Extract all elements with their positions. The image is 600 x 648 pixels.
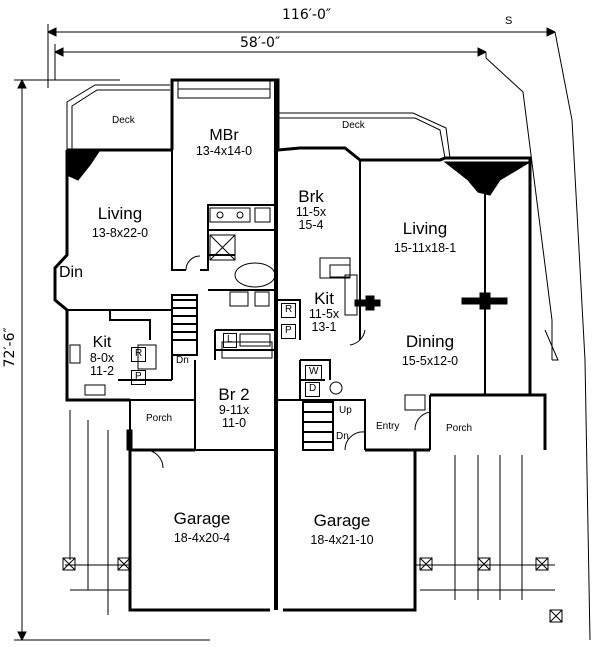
brk-size-line1: 11-5x xyxy=(295,204,327,219)
linen-label: L xyxy=(223,333,237,348)
depth-label: 72′-6″ xyxy=(1,327,18,368)
fixtures xyxy=(69,207,358,396)
mbr-size: 13-4x14-0 xyxy=(195,143,253,158)
kit-right-name: Kit xyxy=(314,289,334,308)
overall-width-label: 116′-0″ xyxy=(282,7,332,23)
dining-right-name: Dining xyxy=(405,332,455,351)
brk-size-line2: 15-4 xyxy=(298,217,324,232)
living-left-size: 13-8x22-0 xyxy=(91,225,149,240)
kit-right-room: Kit 11-5x 13-1 xyxy=(300,290,348,334)
garage-right-room: Garage 18-4x21-10 xyxy=(286,512,398,547)
kit-left-size-line2: 11-2 xyxy=(89,363,115,378)
pantry-right-label: P xyxy=(281,324,296,339)
garage-columns xyxy=(62,410,563,623)
kit-left-size-line1: 8-0x xyxy=(89,350,115,365)
br2-size-line1: 9-11x xyxy=(218,402,250,417)
porch-left-label: Porch xyxy=(146,413,173,424)
stair-dn-right-label: Dn xyxy=(336,431,349,442)
living-right-room: Living 15-11x18-1 xyxy=(375,220,475,255)
garage-right-name: Garage xyxy=(313,511,371,530)
doors xyxy=(144,255,431,469)
windows xyxy=(126,79,273,451)
interior-walls xyxy=(67,150,486,451)
kit-left-name: Kit xyxy=(92,334,112,351)
mbr-room: MBr 13-4x14-0 xyxy=(182,127,266,158)
living-right-name: Living xyxy=(402,219,448,238)
kit-right-size-line1: 11-5x xyxy=(308,306,340,321)
garage-right-size: 18-4x21-10 xyxy=(310,532,374,547)
fireplaces xyxy=(66,149,532,311)
porch-right-label: Porch xyxy=(446,423,473,434)
deck-right-label: Deck xyxy=(342,120,365,131)
refrigerator-right-label: R xyxy=(281,303,297,318)
living-right-size: 15-11x18-1 xyxy=(393,240,457,255)
brk-name: Brk xyxy=(298,187,324,206)
garage-left-size: 18-4x20-4 xyxy=(173,530,231,545)
pantry-left-label: P xyxy=(131,370,146,385)
stair-dn-left-label: Dn xyxy=(176,355,189,366)
entry-label: Entry xyxy=(376,421,400,432)
stair-up-right-label: Up xyxy=(339,405,352,416)
din-left-label: Din xyxy=(59,264,84,281)
br2-size-line2: 11-0 xyxy=(221,415,247,430)
living-left-room: Living 13-8x22-0 xyxy=(70,205,170,240)
br2-name: Br 2 xyxy=(218,385,250,404)
dimension-lines xyxy=(14,24,591,641)
br2-room: Br 2 9-11x 11-0 xyxy=(208,386,260,430)
dining-right-size: 15-5x12-0 xyxy=(401,353,459,368)
dryer-label: D xyxy=(305,382,321,397)
washer-label: W xyxy=(305,365,323,380)
mbr-name: MBr xyxy=(209,127,239,144)
kit-left-room: Kit 8-0x 11-2 xyxy=(80,334,124,378)
unit-width-label: 58′-0″ xyxy=(240,35,281,51)
brk-room: Brk 11-5x 15-4 xyxy=(286,188,336,232)
dining-right-room: Dining 15-5x12-0 xyxy=(380,333,480,368)
garage-left-room: Garage 18-4x20-4 xyxy=(146,510,258,545)
corner-mark: S xyxy=(505,15,513,27)
living-left-name: Living xyxy=(97,204,143,223)
garage-left-name: Garage xyxy=(173,509,231,528)
kit-right-size-line2: 13-1 xyxy=(311,319,337,334)
deck-left-label: Deck xyxy=(112,115,135,126)
refrigerator-left-label: R xyxy=(131,347,147,362)
